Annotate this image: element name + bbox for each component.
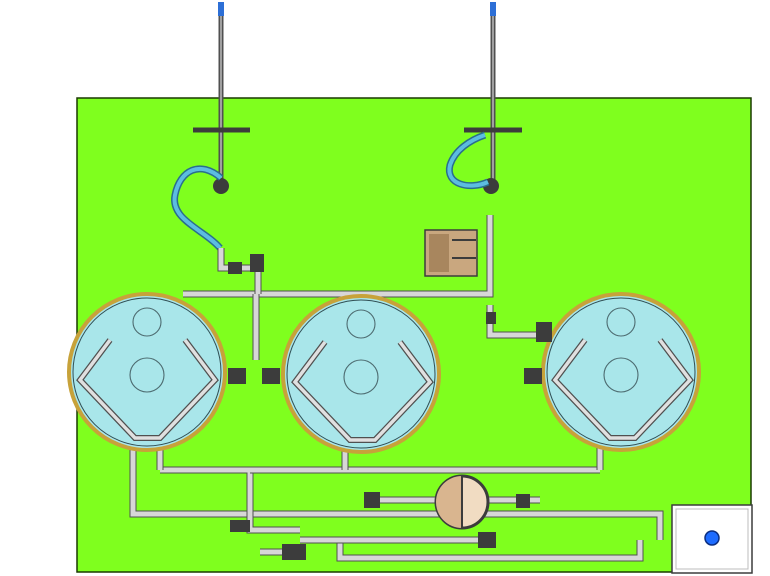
pump	[434, 474, 490, 530]
control-box	[671, 504, 753, 574]
valve-bottom-2	[516, 494, 530, 508]
valve-right-header	[486, 312, 552, 342]
valve-bottom-1	[364, 492, 380, 508]
valve-top-left	[228, 254, 264, 274]
tank-2	[281, 294, 441, 454]
probe-right	[464, 2, 522, 194]
pipe-network	[129, 215, 664, 562]
valve-bottom-3	[230, 520, 496, 560]
valve-tank3-left	[524, 368, 542, 384]
tank-3	[541, 292, 701, 452]
probe-left	[193, 2, 250, 194]
tank-1	[67, 292, 227, 452]
skid-frame	[424, 229, 478, 277]
indicator-light-icon	[704, 530, 720, 546]
valve-tank2-left	[262, 368, 280, 384]
valve-tank1-right	[228, 368, 246, 384]
